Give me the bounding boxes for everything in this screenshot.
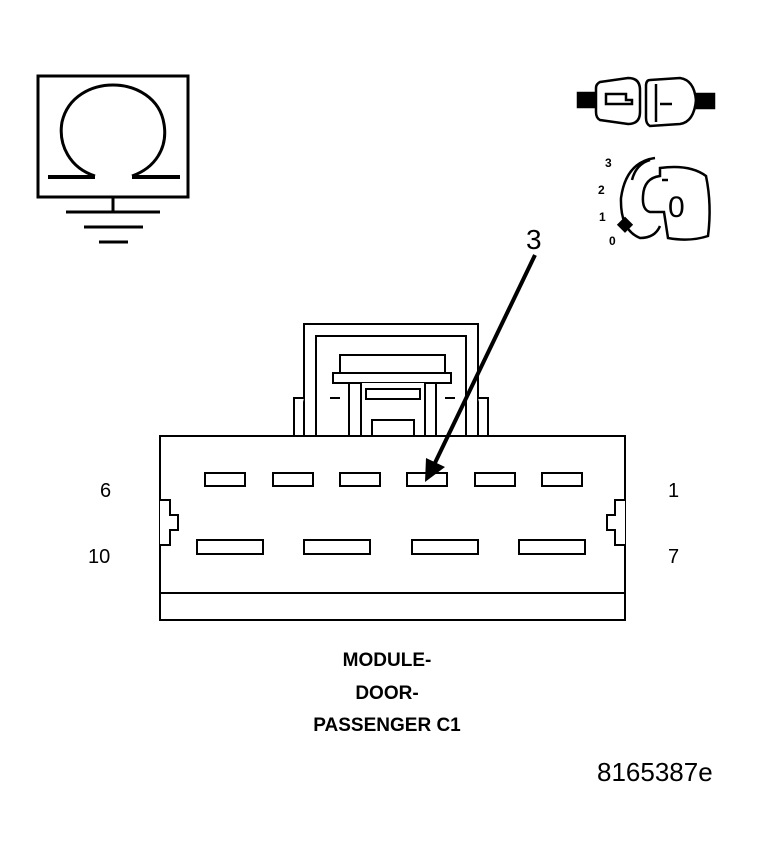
cavity-7 (518, 539, 586, 555)
top-row-cavities (204, 472, 583, 487)
connector-title-line-2: DOOR- (355, 683, 419, 704)
ignition-position-3: 3 (605, 156, 612, 170)
ignition-position-1: 1 (599, 210, 606, 224)
bottom-row-cavities (196, 539, 586, 555)
pin-label-top-right: 1 (668, 480, 680, 502)
cavity-5 (272, 472, 314, 487)
ignition-position-2: 2 (598, 183, 605, 197)
callout-arrow (425, 254, 537, 482)
pin-label-bottom-right: 7 (668, 546, 680, 568)
ohmmeter-icon (36, 74, 190, 199)
cavity-9 (303, 539, 371, 555)
cavity-6 (204, 472, 246, 487)
cavity-4 (339, 472, 381, 487)
ignition-position-0: 0 (609, 234, 616, 248)
ground-icon (66, 197, 160, 244)
connector-title-line-3: PASSENGER C1 (313, 715, 461, 736)
pin-label-top-left: 6 (100, 480, 112, 502)
cavity-8 (411, 539, 479, 555)
cavity-10 (196, 539, 264, 555)
callout-number: 3 (526, 224, 542, 255)
cavity-2 (474, 472, 516, 487)
disconnected-connector-icon (576, 76, 716, 128)
connector-title-line-1: MODULE- (342, 650, 432, 671)
figure-id: 8165387e (597, 757, 713, 787)
ignition-key-icon (616, 156, 711, 241)
ignition-key-position: 0 (668, 191, 685, 224)
cavity-1 (541, 472, 583, 487)
connector-body (159, 323, 626, 621)
pin-label-bottom-left: 10 (88, 546, 111, 568)
